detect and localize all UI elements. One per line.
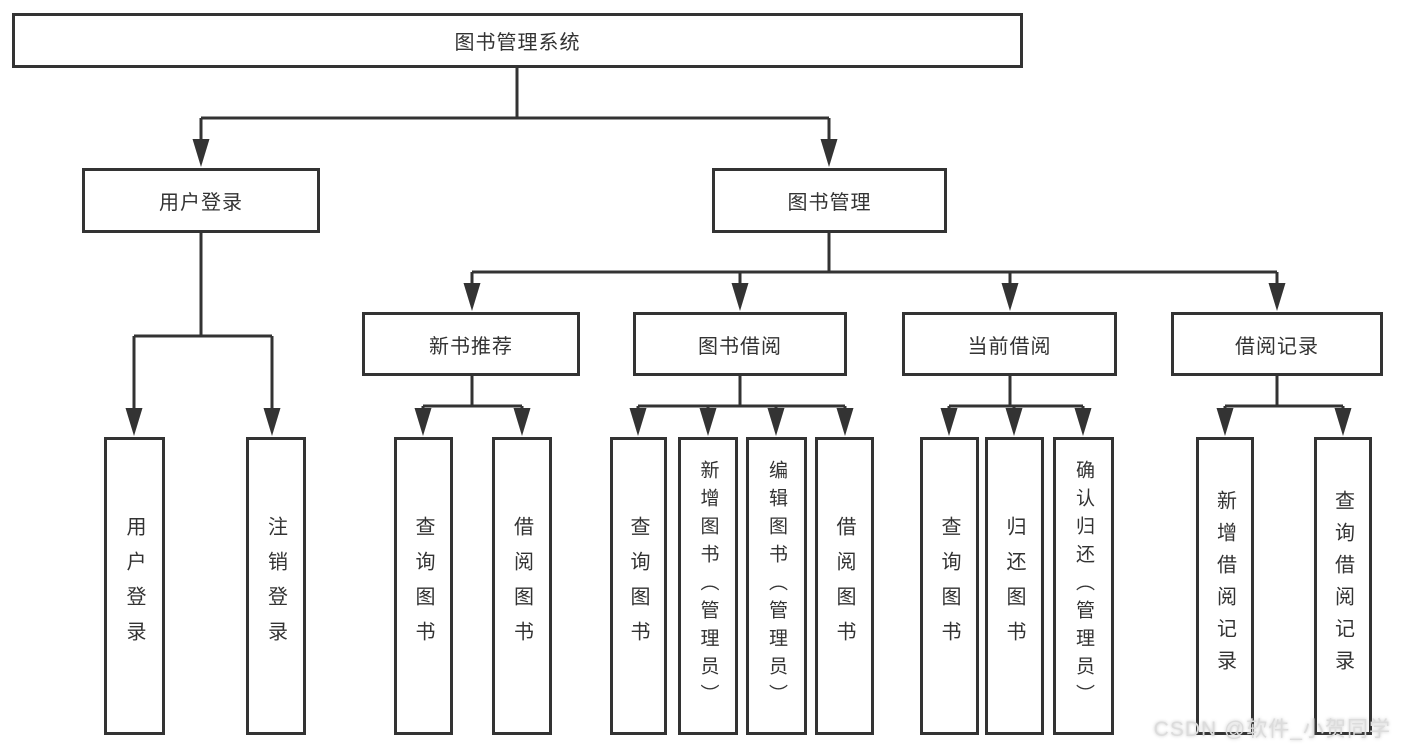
node-library-management-system: 图书管理系统	[12, 13, 1023, 68]
node-label: 查询图书	[627, 516, 649, 656]
arrowhead-user-login	[192, 139, 210, 167]
arrowhead-leaf-add-borrow-record	[1216, 408, 1234, 436]
node-current-borrowing: 当前借阅	[902, 312, 1117, 376]
connector-new-book-recommend-to-leaves	[421, 376, 524, 420]
node-leaf-return-books: 归还图书	[985, 437, 1044, 735]
node-leaf-query-books-current: 查询图书	[920, 437, 979, 735]
node-new-book-recommend: 新书推荐	[362, 312, 580, 376]
node-label: 借阅图书	[510, 516, 533, 656]
node-label: 编辑图书（管理员）	[766, 460, 787, 712]
node-label: 当前借阅	[967, 335, 1052, 358]
arrowhead-book-management	[820, 139, 838, 167]
node-label: 新增借阅记录	[1213, 490, 1236, 682]
node-label: 注销登录	[264, 516, 287, 656]
connector-user-login-to-leaves	[132, 233, 274, 418]
node-leaf-logout: 注销登录	[246, 437, 306, 735]
node-borrowing-records: 借阅记录	[1171, 312, 1383, 376]
arrowhead-leaf-logout	[263, 408, 281, 436]
node-label: 确认归还（管理员）	[1073, 460, 1094, 712]
node-leaf-user-login: 用户登录	[104, 437, 165, 735]
arrowhead-leaf-user-login	[125, 408, 143, 436]
connector-root-to-level2	[199, 68, 831, 150]
node-leaf-query-borrow-record: 查询借阅记录	[1314, 437, 1372, 735]
node-label: 用户登录	[123, 516, 145, 656]
node-user-login: 用户登录	[82, 168, 320, 233]
connector-book-management-to-level3	[470, 233, 1279, 295]
node-label: 查询图书	[938, 516, 960, 656]
connector-book-borrowing-to-leaves	[636, 376, 847, 420]
node-label: 用户登录	[159, 192, 243, 214]
node-label: 新书推荐	[429, 335, 513, 358]
node-label: 查询图书	[412, 516, 434, 656]
arrowhead-leaf-query-books-recommend	[414, 408, 432, 436]
arrowhead-leaf-edit-books	[767, 408, 785, 436]
arrowhead-leaf-return-books	[1005, 408, 1023, 436]
arrowhead-leaf-query-borrow-record	[1334, 408, 1352, 436]
node-leaf-query-books-borrowing: 查询图书	[610, 437, 667, 735]
node-book-management: 图书管理	[712, 168, 947, 233]
node-label: 图书借阅	[698, 335, 782, 358]
arrowhead-leaf-query-books-current	[940, 408, 958, 436]
node-leaf-borrow-books-borrowing: 借阅图书	[815, 437, 874, 735]
node-leaf-query-books-recommend: 查询图书	[394, 437, 453, 735]
arrowhead-leaf-confirm-return	[1074, 408, 1092, 436]
node-leaf-confirm-return-admin: 确认归还（管理员）	[1053, 437, 1114, 735]
arrowhead-current-borrowing	[1001, 283, 1019, 311]
arrowhead-leaf-borrow-books-recommend	[513, 408, 531, 436]
arrowhead-book-borrowing	[731, 283, 749, 311]
arrowhead-leaf-add-books	[699, 408, 717, 436]
node-label: 图书管理	[787, 192, 872, 214]
arrowhead-leaf-borrow-books-borrowing	[836, 408, 854, 436]
connector-borrowing-records-to-leaves	[1223, 376, 1345, 420]
node-label: 归还图书	[1003, 516, 1025, 656]
node-label: 借阅记录	[1235, 335, 1319, 358]
node-book-borrowing: 图书借阅	[633, 312, 847, 376]
arrowhead-borrowing-records	[1268, 283, 1286, 311]
node-label: 新增图书（管理员）	[697, 460, 719, 712]
arrowhead-new-book-recommend	[463, 283, 481, 311]
node-label: 图书管理系统	[454, 32, 581, 54]
node-leaf-borrow-books-recommend: 借阅图书	[492, 437, 552, 735]
node-leaf-edit-books-admin: 编辑图书（管理员）	[746, 437, 807, 735]
node-leaf-add-books-admin: 新增图书（管理员）	[678, 437, 738, 735]
node-label: 查询借阅记录	[1331, 490, 1354, 682]
node-label: 借阅图书	[833, 516, 855, 656]
arrowheads	[125, 139, 1352, 436]
node-leaf-add-borrow-record: 新增借阅记录	[1196, 437, 1254, 735]
arrowhead-leaf-query-books-borrowing	[629, 408, 647, 436]
